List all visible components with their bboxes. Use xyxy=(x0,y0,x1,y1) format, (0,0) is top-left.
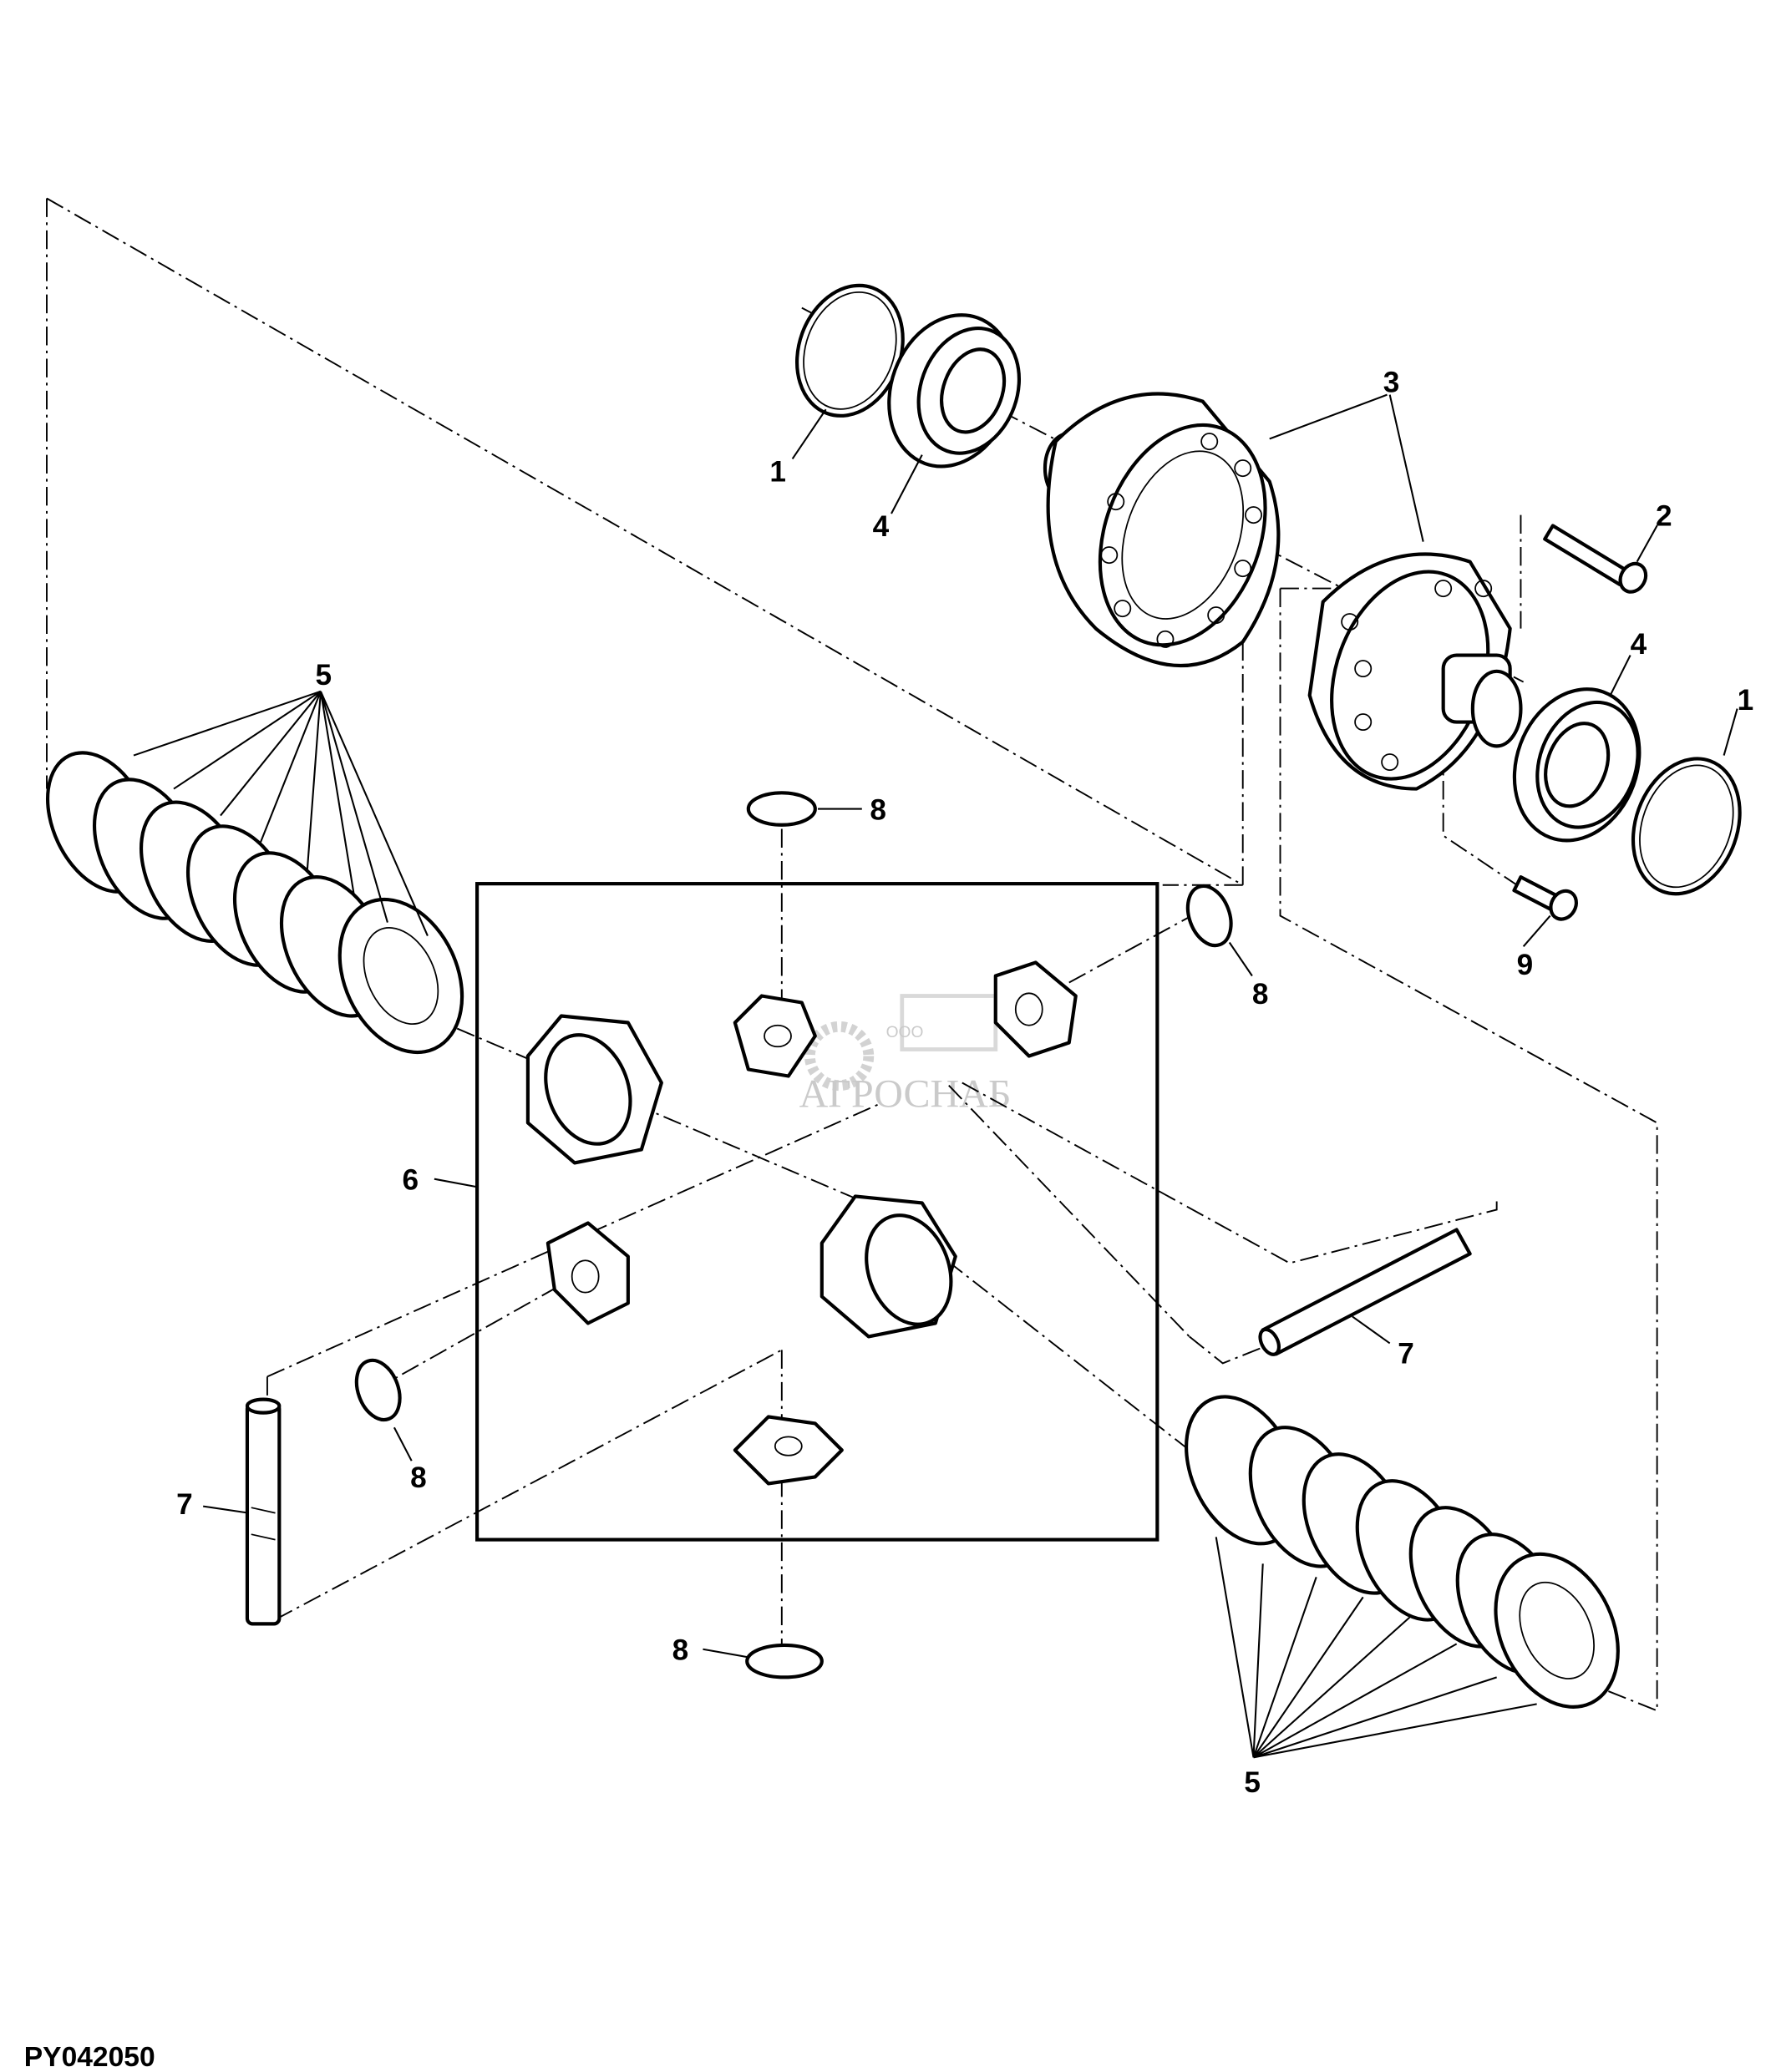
callout-8-top: 8 xyxy=(870,793,886,826)
side-gear-lower xyxy=(819,1194,957,1339)
cap-screw-9 xyxy=(1512,875,1578,921)
snap-ring-right xyxy=(1631,757,1742,896)
callout-5-bottom: 5 xyxy=(1244,1766,1261,1799)
cross-shaft-right xyxy=(1258,1228,1472,1356)
callout-2: 2 xyxy=(1656,499,1672,532)
clutch-pack-top xyxy=(45,751,464,1055)
callout-labels: 1 4 3 2 4 1 9 5 8 8 6 7 8 7 8 5 xyxy=(176,366,1753,1798)
callout-8-left: 8 xyxy=(410,1462,427,1494)
callout-9: 9 xyxy=(1517,949,1534,981)
watermark-logo: ООО АГРОСНАБ xyxy=(799,994,1012,1116)
cross-shaft-left xyxy=(245,1397,282,1626)
thrust-washer-top xyxy=(746,791,817,827)
callout-8-right: 8 xyxy=(1252,978,1269,1011)
pinion-gear-top xyxy=(733,994,817,1078)
gear-set-kit-box xyxy=(475,882,1159,1542)
callout-1-right: 1 xyxy=(1738,684,1754,717)
pinion-gear-right xyxy=(993,960,1078,1058)
clutch-pack-bottom xyxy=(1185,1395,1620,1709)
watermark-name: АГРОСНАБ xyxy=(799,1071,1012,1116)
callout-5-top: 5 xyxy=(316,659,332,692)
figure-code: PY042050 xyxy=(24,2042,155,2072)
thrust-washer-left xyxy=(354,1358,402,1422)
callout-7-left: 7 xyxy=(176,1488,193,1521)
side-gear-upper xyxy=(525,1014,663,1165)
leader-lines xyxy=(133,393,1738,1759)
callout-1-left: 1 xyxy=(769,456,786,489)
thrust-washer-right xyxy=(1185,884,1233,948)
callout-6: 6 xyxy=(403,1163,419,1196)
watermark-prefix: ООО xyxy=(886,1024,924,1041)
thrust-washer-bottom xyxy=(745,1643,824,1679)
callout-8-bottom: 8 xyxy=(672,1634,689,1667)
cap-screw-2 xyxy=(1543,524,1648,594)
callout-7-right: 7 xyxy=(1398,1337,1414,1370)
callout-4-left: 4 xyxy=(873,510,890,543)
bearing-right xyxy=(1512,687,1642,843)
bearing-left xyxy=(887,313,1022,469)
differential-housing-left xyxy=(1043,392,1281,668)
pinion-gear-left xyxy=(545,1221,630,1325)
pinion-gear-bottom xyxy=(733,1415,844,1486)
callout-3: 3 xyxy=(1383,366,1400,398)
differential-housing-right xyxy=(1307,552,1523,791)
callout-4-right: 4 xyxy=(1631,628,1647,661)
